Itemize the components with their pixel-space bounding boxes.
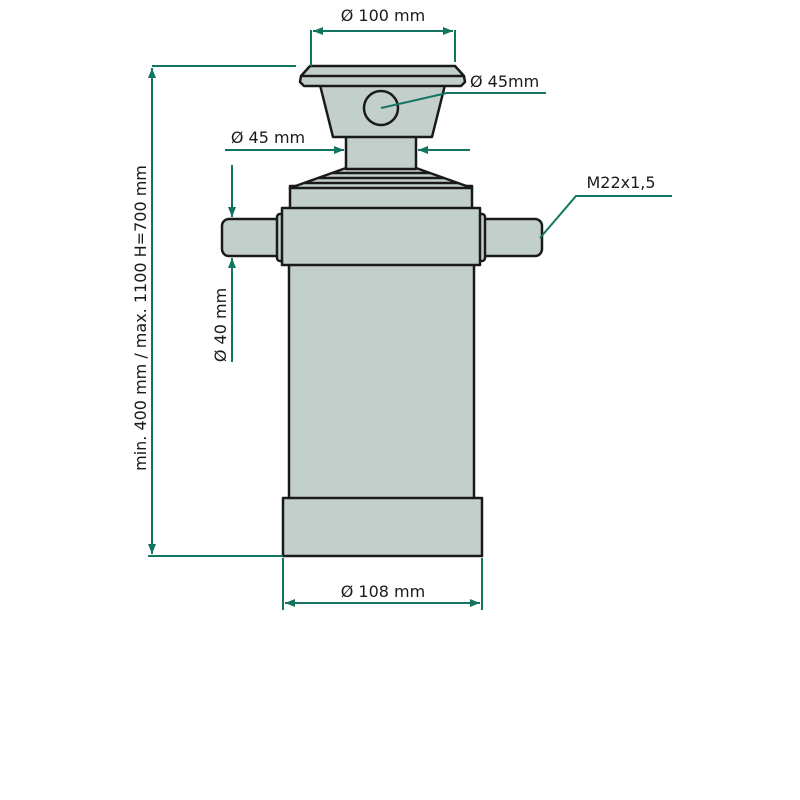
cylinder: [220, 64, 544, 558]
neck-diameter-label: Ø 45 mm: [231, 128, 305, 147]
ball-leader: [380, 92, 546, 109]
top-extension-lines: [310, 30, 456, 66]
base-diameter-label: Ø 108 mm: [341, 582, 425, 601]
right-pin: [476, 217, 544, 258]
ball-diameter-label: Ø 45mm: [470, 72, 539, 91]
dimensions: [148, 27, 672, 610]
height-extension-lines: [148, 65, 296, 557]
stroke-height-label: min. 400 mm / max. 1100 H=700 mm: [131, 165, 150, 471]
pin-diameter-label: Ø 40 mm: [211, 288, 230, 362]
upper-body: [288, 184, 474, 212]
top-diameter-label: Ø 100 mm: [341, 6, 425, 25]
thread-leader: [539, 195, 672, 239]
cylinder-body: [287, 260, 476, 504]
chevron-line: [304, 171, 458, 185]
left-pin: [220, 217, 286, 258]
base-cap: [281, 496, 484, 558]
neck: [344, 134, 418, 171]
base-extension-lines: [282, 558, 483, 610]
collar: [280, 206, 482, 267]
thread-label: M22x1,5: [586, 173, 655, 192]
